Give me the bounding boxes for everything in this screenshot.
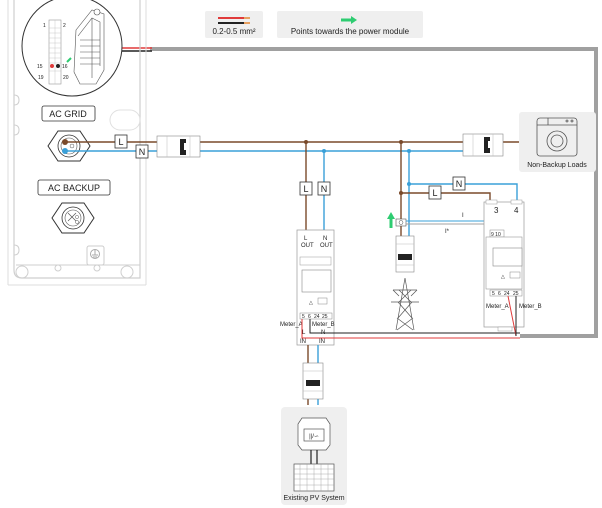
svg-text:6: 6 bbox=[308, 314, 311, 320]
svg-text:5: 5 bbox=[492, 291, 495, 297]
svg-text:Meter_B: Meter_B bbox=[312, 322, 335, 328]
tag-neutral-meter1: N bbox=[317, 181, 331, 196]
svg-text:9 10: 9 10 bbox=[491, 232, 501, 238]
ct-direction-arrow-icon bbox=[387, 212, 395, 228]
green-arrow-icon bbox=[341, 16, 357, 24]
existing-pv-system: ||/∽ Existing PV System bbox=[281, 407, 347, 505]
svg-text:24: 24 bbox=[504, 291, 510, 297]
svg-text:3: 3 bbox=[494, 206, 499, 215]
meter1-display bbox=[301, 269, 332, 293]
ct-label-i: I bbox=[462, 213, 464, 219]
ac-backup-label: AC BACKUP bbox=[48, 183, 100, 193]
svg-text:25: 25 bbox=[513, 291, 519, 297]
svg-text:N: N bbox=[323, 236, 327, 242]
svg-text:△: △ bbox=[309, 300, 313, 306]
svg-text:L: L bbox=[303, 184, 308, 194]
energy-meter-1: L OUT N OUT △ 5 6 24 25 Meter_A Meter_B … bbox=[280, 229, 335, 346]
washing-machine-icon bbox=[536, 117, 578, 157]
pin-15-red bbox=[50, 64, 54, 68]
svg-text:24: 24 bbox=[314, 314, 320, 320]
utility-grid-pylon-icon bbox=[391, 277, 419, 331]
pv-label: Existing PV System bbox=[283, 495, 344, 502]
svg-text:||/∽: ||/∽ bbox=[309, 434, 319, 440]
svg-text:19: 19 bbox=[38, 75, 44, 81]
svg-text:5: 5 bbox=[302, 314, 305, 320]
arrow-note-label: Points towards the power module bbox=[291, 27, 410, 36]
svg-text:20: 20 bbox=[63, 75, 69, 81]
load-breaker bbox=[462, 133, 504, 157]
svg-text:L: L bbox=[302, 330, 306, 336]
tag-live-meter1: L bbox=[299, 181, 313, 196]
svg-text:16: 16 bbox=[62, 64, 68, 70]
green-arrow-small-icon bbox=[66, 57, 72, 63]
svg-text:△: △ bbox=[501, 274, 505, 280]
svg-text:4: 4 bbox=[514, 206, 519, 215]
meter2-button bbox=[509, 271, 521, 279]
svg-text:OUT: OUT bbox=[301, 243, 314, 249]
svg-text:IN: IN bbox=[300, 339, 306, 345]
ct-label-i-star: I* bbox=[445, 229, 450, 235]
meter2-display bbox=[492, 247, 523, 267]
svg-text:L: L bbox=[118, 137, 123, 147]
pv-inverter-icon bbox=[297, 417, 331, 451]
svg-text:L: L bbox=[432, 188, 437, 198]
tag-live-main: L bbox=[114, 134, 128, 149]
svg-text:1: 1 bbox=[43, 23, 46, 29]
tag-live-meter2: L bbox=[428, 185, 442, 200]
pin-16-black bbox=[56, 64, 60, 68]
ac-backup-port: AC BACKUP bbox=[37, 179, 111, 234]
svg-text:2: 2 bbox=[63, 23, 66, 29]
svg-text:N: N bbox=[321, 184, 328, 194]
svg-text:OUT: OUT bbox=[320, 243, 333, 249]
ac-grid-label: AC GRID bbox=[49, 109, 87, 119]
svg-text:L: L bbox=[304, 236, 308, 242]
non-backup-loads: Non-Backup Loads bbox=[519, 112, 596, 172]
svg-text:25: 25 bbox=[322, 314, 328, 320]
legend-arrow-note: Points towards the power module bbox=[277, 11, 423, 38]
svg-text:Meter_A: Meter_A bbox=[280, 322, 303, 328]
svg-text:6: 6 bbox=[498, 291, 501, 297]
ac-grid-port: AC GRID bbox=[41, 105, 96, 162]
pv-breaker bbox=[302, 362, 324, 400]
svg-text:IN: IN bbox=[319, 339, 325, 345]
svg-text:15: 15 bbox=[37, 64, 43, 70]
ground-icon bbox=[86, 245, 105, 266]
meter1-button bbox=[317, 297, 328, 305]
tag-neutral-meter2: N bbox=[452, 176, 466, 191]
terminal-block-detail: 1 2 15 16 19 20 bbox=[21, 0, 123, 97]
svg-text:Meter_B: Meter_B bbox=[519, 304, 542, 310]
grid-breaker bbox=[156, 135, 201, 158]
utility-breaker bbox=[395, 235, 415, 273]
current-transformer bbox=[395, 218, 407, 227]
legend-wire-spec: 0.2-0.5 mm² bbox=[205, 11, 263, 38]
svg-text:Meter_A: Meter_A bbox=[486, 304, 509, 310]
energy-meter-2: 3 4 9 10 △ 5 6 24 25 Meter_A Meter_B bbox=[483, 199, 542, 332]
tag-neutral-main: N bbox=[135, 144, 149, 159]
svg-text:N: N bbox=[456, 179, 463, 189]
non-backup-loads-label: Non-Backup Loads bbox=[527, 162, 587, 169]
solar-panel-icon bbox=[293, 463, 335, 492]
wire-spec-label: 0.2-0.5 mm² bbox=[212, 27, 255, 36]
svg-text:N: N bbox=[139, 147, 146, 157]
